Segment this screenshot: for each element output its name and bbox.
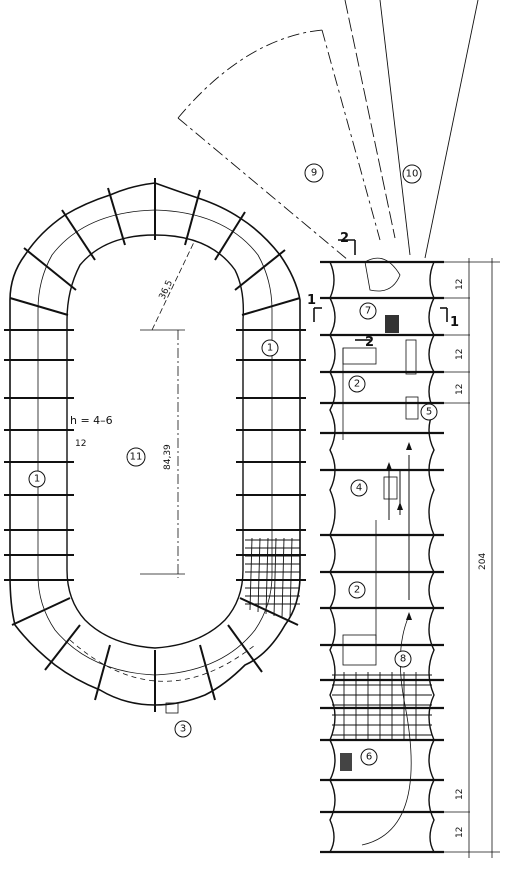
svg-text:10: 10 xyxy=(406,169,419,180)
strip-marker-8: 8 xyxy=(394,650,412,668)
length-label: 84,39 xyxy=(163,444,173,470)
section-cut-marks xyxy=(313,239,448,341)
fan-marker-10: 10 xyxy=(402,164,422,184)
strip-marker-2-lower: 2 xyxy=(348,581,366,599)
dimension-chain xyxy=(440,258,500,858)
svg-text:3: 3 xyxy=(180,724,186,735)
dim-12-b: 12 xyxy=(455,349,465,360)
svg-text:1: 1 xyxy=(267,343,273,354)
oval-ring-plan xyxy=(4,178,306,714)
strip-marker-7: 7 xyxy=(359,302,377,320)
ribs-left-side xyxy=(4,329,74,581)
plan-marker-11: 11 xyxy=(126,447,146,467)
fan-arc xyxy=(177,29,323,119)
plan-marker-1-left: 1 xyxy=(28,470,46,488)
svg-text:9: 9 xyxy=(311,168,317,179)
strip-marker-6: 6 xyxy=(360,748,378,766)
net-pattern-strip xyxy=(332,672,432,740)
ribs-bottom-end xyxy=(11,597,299,712)
strip-marker-5: 5 xyxy=(420,403,438,421)
detail-7-block xyxy=(385,315,399,333)
svg-text:5: 5 xyxy=(426,407,432,418)
strip-left-edge xyxy=(329,261,336,853)
svg-text:1: 1 xyxy=(34,474,40,485)
svg-text:8: 8 xyxy=(400,654,406,665)
section-1-right: 1 xyxy=(450,315,459,330)
strip-ribs xyxy=(320,260,444,854)
plan-marker-1-right: 1 xyxy=(261,339,279,357)
dim-12-d: 12 xyxy=(455,789,465,800)
svg-text:6: 6 xyxy=(366,752,372,763)
spacing-label: 12 xyxy=(75,439,86,449)
dim-204: 204 xyxy=(478,553,488,570)
detail-6-block xyxy=(340,753,352,771)
ring-inner-edge xyxy=(66,234,245,649)
section-2-top: 2 xyxy=(340,231,349,246)
radius-label: 36,5 xyxy=(158,279,176,301)
strip-right-edge xyxy=(428,261,435,853)
svg-text:2: 2 xyxy=(354,379,360,390)
fan-marker-9: 9 xyxy=(304,163,324,183)
strip-marker-2-top: 2 xyxy=(348,375,366,393)
ribs-right-side xyxy=(236,329,306,581)
svg-text:4: 4 xyxy=(356,483,362,494)
radius-line xyxy=(151,239,196,331)
svg-text:7: 7 xyxy=(365,306,371,317)
ring-outer-edge xyxy=(9,182,301,706)
section-1-left: 1 xyxy=(307,293,316,308)
dim-12-e: 12 xyxy=(455,827,465,838)
dim-12-c: 12 xyxy=(455,384,465,395)
dim-12-a: 12 xyxy=(455,279,465,290)
svg-text:2: 2 xyxy=(354,585,360,596)
unrolled-strip xyxy=(313,239,500,858)
lower-dashed-arc xyxy=(69,639,256,682)
plan-marker-3: 3 xyxy=(174,720,192,738)
height-label: h = 4–6 xyxy=(70,414,113,427)
section-2-lower: 2 xyxy=(365,335,374,350)
ribs-top-end xyxy=(9,178,301,316)
svg-text:11: 11 xyxy=(130,452,143,463)
net-pattern-plan xyxy=(245,537,300,619)
view-fan xyxy=(177,0,479,261)
strip-marker-4: 4 xyxy=(350,479,368,497)
